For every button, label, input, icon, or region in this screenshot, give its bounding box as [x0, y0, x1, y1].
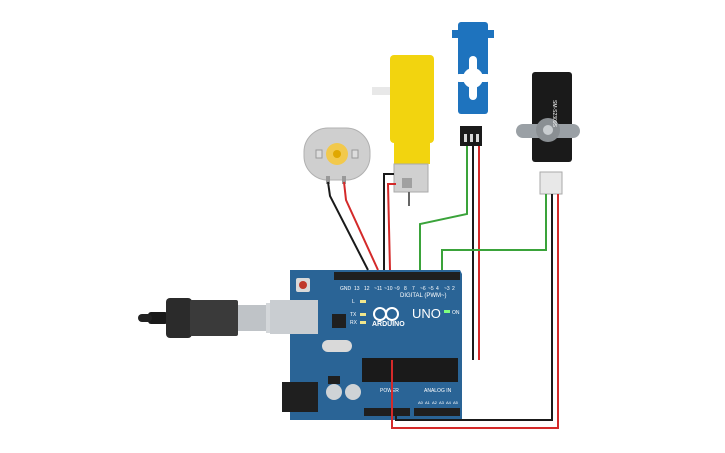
power-header — [364, 408, 410, 416]
crystal — [322, 340, 352, 352]
atmega-chip — [362, 358, 458, 382]
rx-label: RX — [350, 320, 358, 326]
wire-servo-black-vcc — [391, 194, 559, 429]
pin-5-label: ~5 — [428, 286, 434, 292]
capacitor-1 — [326, 384, 342, 400]
l-led — [360, 300, 366, 303]
arduino-uno-board[interactable]: 13 12 ~11 ~10 ~9 8 7 ~6 ~5 4 ~3 2 GND DI… — [270, 270, 462, 420]
usb-plug-icon[interactable] — [138, 298, 292, 338]
pin-13-label: 13 — [354, 286, 360, 292]
power-header-label: POWER — [380, 388, 399, 394]
digital-header-label: DIGITAL (PWM~) — [400, 293, 447, 299]
analog-pin-label: A3 — [439, 400, 445, 405]
power-jack — [282, 382, 318, 412]
dc-motor-icon[interactable] — [303, 127, 371, 184]
wire-servo-black-signal — [441, 194, 547, 270]
pin-12-label: 12 — [364, 286, 370, 292]
wire-gear-motor-black — [383, 173, 394, 270]
capacitor-2 — [345, 384, 361, 400]
on-label: ON — [452, 310, 460, 316]
wire-gear-motor-red — [386, 183, 396, 271]
servo-icon[interactable] — [452, 22, 494, 146]
usb-chip — [332, 314, 346, 328]
tx-label: TX — [350, 312, 357, 318]
wire-dc-motor-red — [343, 181, 379, 271]
brand-label: ARDUINO — [372, 321, 405, 328]
pin-9-label: ~9 — [394, 286, 400, 292]
wire-dc-motor-black — [327, 181, 369, 271]
pin-4-label: 4 — [436, 286, 439, 292]
analog-pin-label: A1 — [425, 400, 431, 405]
rx-led — [360, 321, 366, 324]
pin-8-label: 8 — [404, 286, 407, 292]
gear-motor-icon[interactable] — [372, 55, 434, 206]
analog-pin-label: A5 — [453, 400, 459, 405]
l-label: L — [352, 299, 355, 305]
analog-header — [414, 408, 460, 416]
wire-servo-black-gnd — [395, 194, 553, 421]
servo-black-label: SM-S2309S — [551, 100, 557, 128]
gnd-label: GND — [340, 286, 352, 292]
wire-servo-blue-signal — [419, 146, 468, 270]
on-led — [444, 310, 450, 313]
wires — [327, 146, 559, 429]
analog-header-label: ANALOG IN — [424, 388, 452, 394]
pin-3-label: ~3 — [444, 286, 450, 292]
analog-pin-label: A0 — [418, 400, 424, 405]
analog-pin-label: A4 — [446, 400, 452, 405]
digital-header — [334, 272, 460, 280]
pin-11-label: ~11 — [374, 286, 382, 292]
pin-7-label: 7 — [412, 286, 415, 292]
usb-jack — [270, 300, 318, 334]
tx-led — [360, 313, 366, 316]
servo-black-icon[interactable]: SM-S2309S — [516, 72, 580, 195]
pin-6-label: ~6 — [420, 286, 426, 292]
pin-2-label: 2 — [452, 286, 455, 292]
pin-10-label: ~10 — [384, 286, 393, 292]
analog-pin-label: A2 — [432, 400, 438, 405]
arduino-logo-icon — [373, 307, 399, 321]
model-label: UNO — [412, 306, 441, 321]
